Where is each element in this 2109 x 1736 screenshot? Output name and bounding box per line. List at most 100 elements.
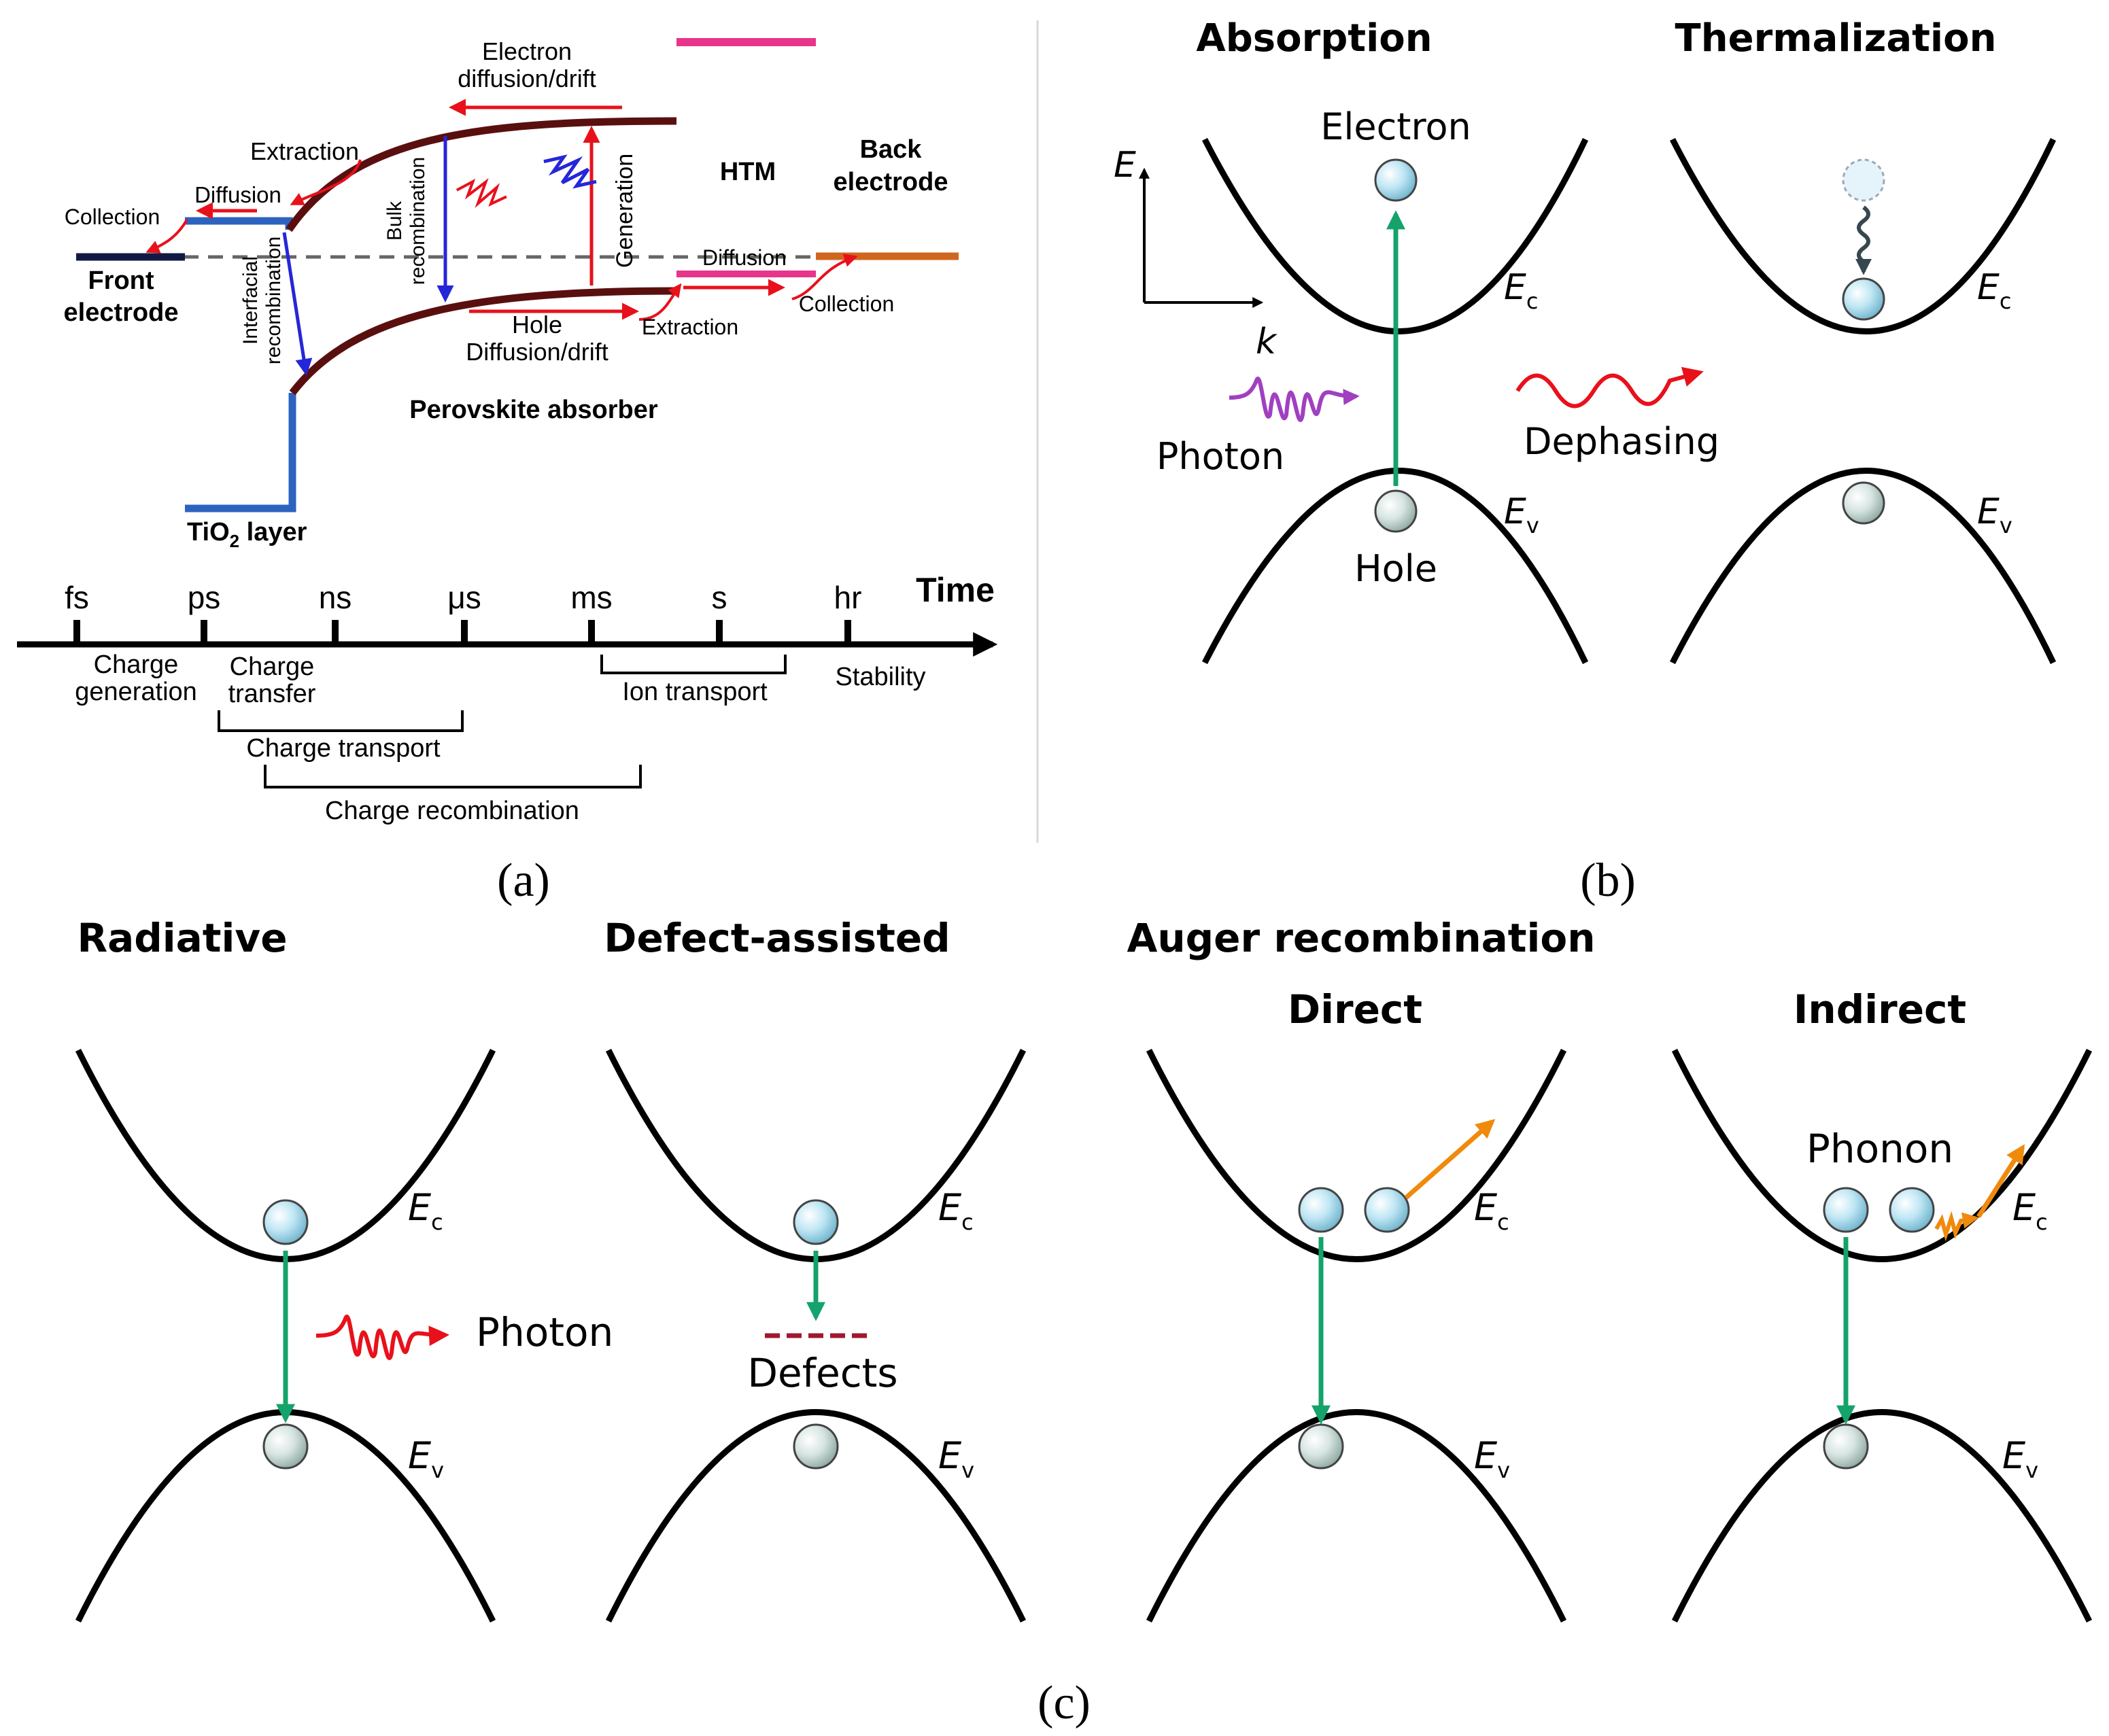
panel-c: Radiative Defect-assisted Auger recombin… bbox=[75, 915, 2093, 1729]
absorption-valence-band bbox=[1201, 468, 1589, 665]
caption-c: (c) bbox=[1038, 1677, 1091, 1729]
indirect-ec-label: Ec bbox=[2012, 1186, 2048, 1235]
back-electrode-label: Back bbox=[860, 135, 923, 164]
thermalization-title: Thermalization bbox=[1675, 16, 1997, 60]
tick-label-ms: ms bbox=[570, 580, 612, 615]
electron-drift-label-2: diffusion/drift bbox=[458, 65, 596, 92]
generation-label: Generation bbox=[612, 154, 638, 268]
auger-title: Auger recombination bbox=[1127, 915, 1595, 961]
absorption-ev-label: Ev bbox=[1504, 491, 1539, 538]
direct-electron-1 bbox=[1298, 1187, 1344, 1233]
indirect-excitation-arrow bbox=[1976, 1144, 2025, 1218]
interfacial-recombination-arrow bbox=[282, 232, 313, 376]
stability-label: Stability bbox=[835, 663, 925, 691]
extraction-arrow-left bbox=[290, 159, 362, 205]
phonon-icon bbox=[1934, 1211, 1979, 1242]
direct-title: Direct bbox=[1288, 986, 1422, 1032]
hole-label: Hole bbox=[1354, 547, 1437, 590]
defect-ec-label: Ec bbox=[938, 1186, 974, 1235]
thermalization-hole bbox=[1842, 481, 1885, 525]
tick-label-ns: ns bbox=[319, 580, 352, 615]
photon-label: Photon bbox=[1156, 435, 1284, 478]
front-electrode-label-2: electrode bbox=[64, 298, 179, 327]
caption-b: (b) bbox=[1580, 854, 1636, 907]
radiative-photon-label: Photon bbox=[476, 1309, 613, 1355]
indirect-conduction-band bbox=[1671, 1048, 2093, 1262]
ion-transport-bracket bbox=[600, 655, 787, 674]
radiative-electron bbox=[262, 1199, 309, 1245]
photon-wave-icon bbox=[1229, 377, 1360, 422]
direct-valence-band bbox=[1146, 1409, 1567, 1623]
radiative-ev-label: Ev bbox=[408, 1434, 444, 1483]
tio2-label: TiO2 layer bbox=[187, 518, 307, 551]
radiative-hole bbox=[262, 1423, 309, 1470]
collection-arrow-right bbox=[791, 254, 858, 300]
radiative-ec-label: Ec bbox=[408, 1186, 443, 1235]
energy-axis-label: E bbox=[1114, 145, 1136, 186]
dephasing-label: Dephasing bbox=[1524, 420, 1719, 463]
bulk-recombination-label-2: recombination bbox=[407, 157, 429, 285]
defects-label: Defects bbox=[747, 1350, 897, 1396]
absorption-ec-label: Ec bbox=[1504, 267, 1538, 314]
tick-label-ps: ps bbox=[188, 580, 221, 615]
direct-electron-2 bbox=[1364, 1187, 1410, 1233]
defect-assisted-title: Defect-assisted bbox=[604, 915, 950, 961]
blue-photon-icon bbox=[543, 154, 597, 189]
interfacial-recombination-label-2: recombination bbox=[262, 237, 285, 364]
relaxation-arrow-icon bbox=[1855, 205, 1872, 275]
thermalization-valence-band bbox=[1669, 468, 2057, 665]
electron-carrier bbox=[1374, 158, 1418, 202]
direct-ev-label: Ev bbox=[1474, 1434, 1510, 1483]
red-photon-icon bbox=[456, 177, 507, 209]
k-axis-label: k bbox=[1256, 322, 1278, 362]
indirect-hole bbox=[1823, 1423, 1869, 1470]
ion-transport-label: Ion transport bbox=[622, 678, 768, 706]
charge-recombination-bracket bbox=[264, 765, 642, 788]
thermalization-ec-label: Ec bbox=[1977, 267, 2011, 314]
absorption-title: Absorption bbox=[1196, 16, 1432, 60]
charge-transport-bracket bbox=[218, 710, 464, 732]
absorption-conduction-band bbox=[1201, 137, 1589, 334]
collection-arrow-left bbox=[145, 219, 188, 254]
indirect-valence-band bbox=[1671, 1409, 2093, 1623]
time-axis-label: Time bbox=[916, 571, 995, 609]
front-electrode-label: Front bbox=[88, 266, 154, 295]
tick-label-us: μs bbox=[447, 580, 481, 615]
tio2-conduction-step bbox=[185, 217, 293, 230]
indirect-electron-1 bbox=[1823, 1187, 1869, 1233]
charge-generation-label: Charge bbox=[94, 650, 179, 679]
diffusion-left-label: Diffusion bbox=[194, 182, 281, 207]
htm-label: HTM bbox=[720, 158, 776, 186]
extraction-right-label: Extraction bbox=[642, 315, 738, 339]
panel-b: Absorption Thermalization E k Electron H… bbox=[1114, 16, 2057, 907]
charge-transport-label: Charge transport bbox=[246, 734, 441, 763]
direct-conduction-band bbox=[1146, 1048, 1567, 1262]
indirect-title: Indirect bbox=[1794, 986, 1966, 1032]
electron-drift-label: Electron bbox=[482, 37, 572, 65]
charge-generation-label-2: generation bbox=[75, 678, 197, 706]
diffusion-right-label: Diffusion bbox=[702, 245, 787, 270]
indirect-ev-label: Ev bbox=[2002, 1434, 2038, 1483]
interfacial-recombination-label: Interfacial bbox=[239, 256, 262, 345]
electron-label: Electron bbox=[1320, 105, 1471, 148]
charge-transfer-label-2: transfer bbox=[228, 680, 316, 708]
radiative-photon-icon bbox=[315, 1315, 449, 1360]
dephasing-wave-icon bbox=[1515, 366, 1704, 409]
phonon-label: Phonon bbox=[1806, 1126, 1953, 1172]
tick-label-fs: fs bbox=[65, 580, 89, 615]
perovskite-label: Perovskite absorber bbox=[409, 396, 658, 424]
collection-left-label: Collection bbox=[65, 205, 160, 229]
direct-hole bbox=[1298, 1423, 1344, 1470]
charge-transfer-label: Charge bbox=[230, 653, 315, 681]
relaxed-electron bbox=[1842, 277, 1885, 321]
tick-label-s: s bbox=[712, 580, 727, 615]
hole-drift-label: Hole bbox=[512, 311, 562, 338]
bulk-recombination-label: Bulk bbox=[383, 201, 406, 241]
indirect-electron-2 bbox=[1889, 1187, 1935, 1233]
ghost-electron bbox=[1842, 158, 1885, 202]
hole-carrier bbox=[1374, 489, 1418, 533]
defect-valence-band bbox=[605, 1409, 1027, 1623]
radiative-title: Radiative bbox=[77, 915, 287, 961]
direct-ec-label: Ec bbox=[1474, 1186, 1509, 1235]
defect-hole bbox=[793, 1423, 839, 1470]
